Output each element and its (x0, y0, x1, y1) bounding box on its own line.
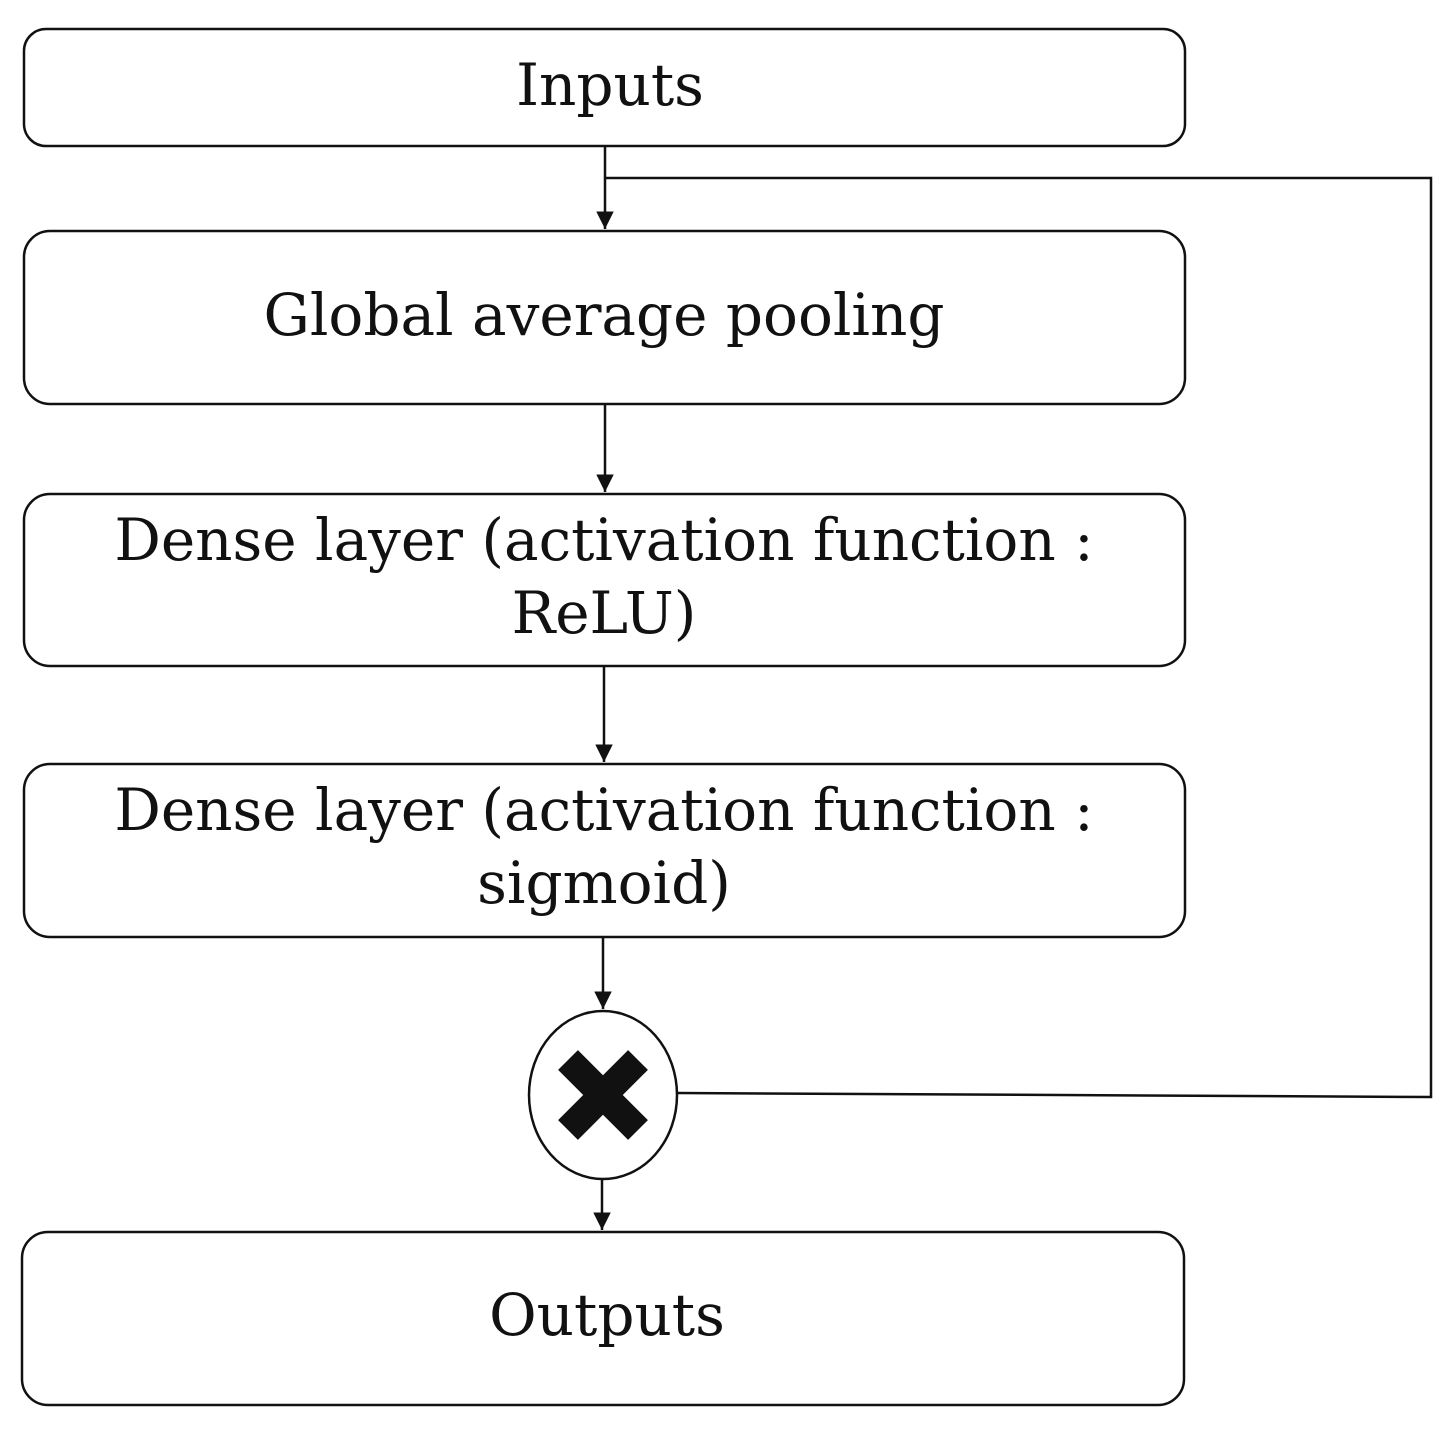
inputs-label: Inputs (516, 51, 704, 119)
outputs-label: Outputs (489, 1281, 725, 1349)
dense-relu-node: Dense layer (activation function : ReLU) (22, 492, 1187, 668)
dense-sigmoid-label-line2: sigmoid) (477, 849, 731, 917)
skip-connection (605, 176, 1433, 1099)
inputs-node: Inputs (22, 27, 1187, 148)
dense-relu-label-line2: ReLU) (512, 579, 697, 647)
global-average-pooling-label: Global average pooling (264, 281, 945, 349)
dense-sigmoid-label-line1: Dense layer (activation function : (114, 776, 1093, 844)
multiply-icon (558, 1050, 648, 1140)
global-average-pooling-node: Global average pooling (22, 229, 1187, 406)
multiply-node (527, 1009, 679, 1181)
outputs-node: Outputs (20, 1230, 1186, 1407)
dense-sigmoid-node: Dense layer (activation function : sigmo… (22, 762, 1187, 939)
dense-relu-label-line1: Dense layer (activation function : (114, 506, 1093, 574)
